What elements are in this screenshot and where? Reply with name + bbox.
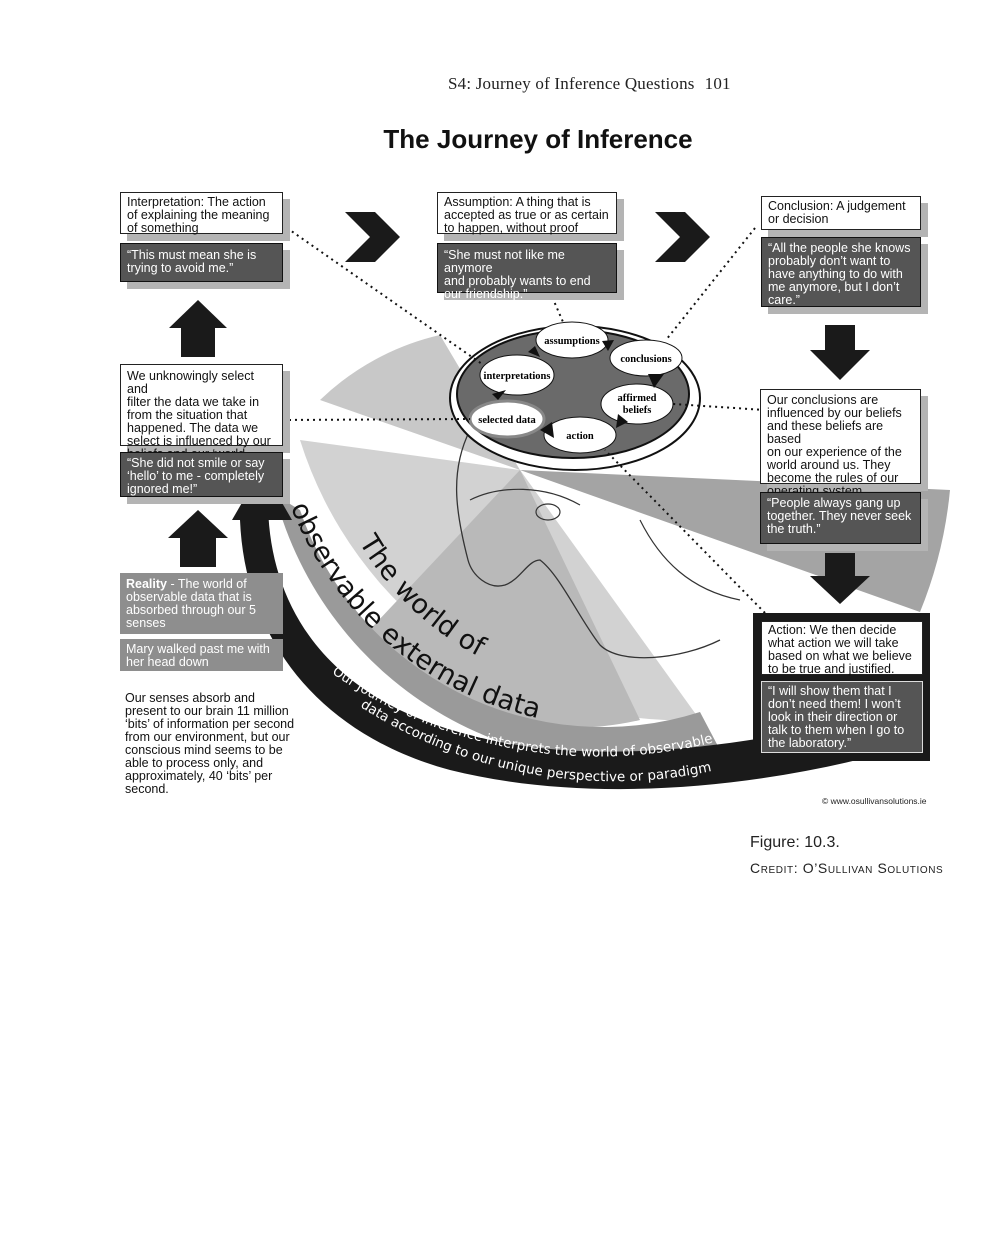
- running-head: S4: Journey of Inference Questions 101: [448, 74, 731, 94]
- label-interpretations: interpretations: [484, 371, 551, 382]
- figure-label: Figure: 10.3.: [750, 834, 840, 851]
- connector-action: [604, 449, 766, 614]
- node-action: [543, 416, 617, 454]
- cycle-arrow-3: [602, 340, 614, 351]
- action-quote-box: “I will show them that I don’t need them…: [761, 681, 923, 753]
- label-action: action: [566, 431, 594, 442]
- label-beliefs: beliefs: [623, 405, 652, 416]
- label-assumptions: assumptions: [544, 336, 599, 347]
- connector-assumption: [549, 291, 564, 323]
- reality-label: Reality: [126, 577, 167, 591]
- action-definition-box: Action: We then decide what action we wi…: [761, 621, 923, 676]
- label-affirmed: affirmed: [617, 393, 656, 404]
- interpretation-definition-box: Interpretation: The action of explaining…: [120, 192, 283, 235]
- interpretation-quote-box: “This must mean she is trying to avoid m…: [120, 243, 283, 282]
- connector-select: [282, 418, 471, 421]
- select-data-definition-box: We unknowingly select and filter the dat…: [120, 364, 283, 474]
- arrow-up-2: [168, 510, 228, 567]
- brow-line: [469, 488, 581, 506]
- cycle-arrow-4: [648, 374, 664, 388]
- world-band: [275, 495, 720, 764]
- reality-definition: - The world of observable data that is a…: [126, 577, 256, 630]
- cycle-arrow-5: [616, 414, 628, 428]
- node-conclusions: [609, 339, 683, 377]
- ear: [535, 503, 561, 521]
- copyright-note: © www.osullivansolutions.ie: [822, 796, 927, 806]
- head-outline: [455, 429, 721, 659]
- diagram-title: The Journey of Inference: [383, 124, 693, 154]
- node-interpretations: [479, 354, 555, 396]
- beliefs-definition-box: Our conclusions are influenced by our be…: [760, 389, 921, 498]
- reality-box: Reality - The world of observable data t…: [120, 573, 283, 634]
- arrow-up-1: [169, 300, 227, 357]
- arrow-down-1: [810, 325, 870, 380]
- node-assumptions: [535, 321, 609, 359]
- connector-interpretation: [286, 227, 483, 365]
- node-affirmed-beliefs: [600, 383, 674, 425]
- credit-name: O’Sullivan Solutions: [802, 860, 944, 876]
- credit-prefix: Credit:: [750, 860, 799, 876]
- running-title: S4: Journey of Inference Questions: [448, 74, 695, 93]
- journey-band: [240, 505, 930, 790]
- select-data-quote-box: “She did not smile or say ‘hello’ to me …: [120, 452, 283, 497]
- beliefs-quote-box: “People always gang up together. They ne…: [760, 492, 921, 544]
- cycle-arrow-2: [528, 346, 540, 357]
- arrow-right-1: [345, 212, 400, 262]
- conclusion-definition-box: Conclusion: A judgement or decision: [761, 196, 921, 230]
- arrow-down-2: [810, 553, 870, 604]
- senses-note: Our senses absorb and present to our bra…: [125, 691, 295, 796]
- conclusion-quote-box: “All the people she knows probably don’t…: [761, 237, 921, 307]
- cycle-arrow-1: [492, 390, 506, 400]
- figure-credit: Credit: O’Sullivan Solutions: [750, 860, 943, 876]
- reality-example-box: Mary walked past me with her head down: [120, 639, 283, 671]
- page-number: 101: [704, 74, 731, 93]
- arrow-right-2: [655, 212, 710, 262]
- light-wedge-bottom: [360, 470, 640, 728]
- cycle-arrow-6: [540, 422, 554, 438]
- label-conclusions: conclusions: [620, 354, 671, 365]
- neck-line: [639, 519, 741, 601]
- assumption-quote-box: “She must not like me anymore and probab…: [437, 243, 617, 301]
- assumption-definition-box: Assumption: A thing that is accepted as …: [437, 192, 617, 235]
- label-selected-data: selected data: [478, 415, 536, 426]
